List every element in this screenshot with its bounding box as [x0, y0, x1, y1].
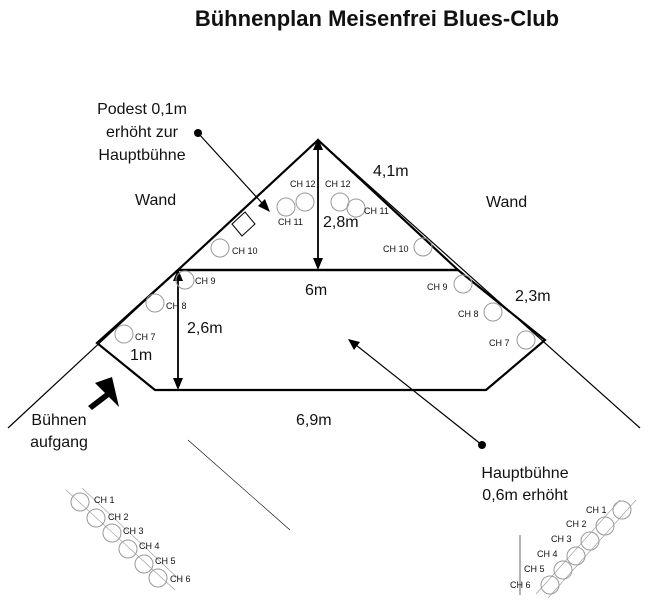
- mic-circle: [114, 324, 134, 344]
- dim-podest-height: 2,8m: [323, 214, 359, 231]
- wall-label-right: Wand: [486, 194, 527, 211]
- mic-circle: [118, 539, 138, 559]
- podest-label-line: erhöht zur: [106, 124, 179, 141]
- entrance-arrow: [88, 377, 119, 410]
- mic-circle: [148, 568, 168, 588]
- mic-circle: [276, 197, 296, 217]
- wall-label-left: Wand: [135, 192, 176, 209]
- floor-line-left: [187, 439, 291, 531]
- mic-circle: [175, 270, 195, 290]
- arrowhead-down: [173, 378, 183, 390]
- mic-circle: [210, 238, 230, 258]
- channel-label: CH 5: [524, 564, 545, 574]
- mic-circle: [134, 554, 154, 574]
- mic-circle: [346, 198, 366, 218]
- channel-label: CH 6: [510, 580, 531, 590]
- mic-circle: [413, 237, 433, 257]
- mic-circle: [70, 492, 90, 512]
- arrowhead-down: [313, 258, 323, 270]
- mic-circle: [295, 192, 315, 212]
- wall-line-right: [317, 139, 641, 429]
- arrowhead-up: [313, 138, 323, 150]
- dim-left-slant: 1m: [130, 347, 152, 364]
- channel-label: CH 3: [123, 526, 144, 536]
- channel-label: CH 1: [94, 495, 115, 505]
- channel-label: CH 4: [139, 541, 160, 551]
- channel-label: CH 12: [325, 179, 351, 189]
- channel-label: CH 9: [427, 282, 448, 292]
- main-stage-pointer-line: [355, 344, 483, 446]
- mic-circle: [580, 531, 600, 551]
- mic-circle: [145, 293, 165, 313]
- channel-label: CH 3: [551, 534, 572, 544]
- channel-label: CH 4: [537, 549, 558, 559]
- mic-circle: [553, 560, 573, 580]
- dim-podest-width: 6m: [305, 282, 327, 299]
- main-stage-label-line: Hauptbühne: [481, 465, 568, 482]
- mic-circle: [453, 274, 473, 294]
- step-marker: [231, 211, 256, 237]
- channel-label: CH 10: [383, 244, 409, 254]
- dim-top-edge: 4,1m: [373, 163, 409, 180]
- podest-label-line: Hauptbühne: [98, 147, 185, 164]
- arrowhead: [348, 339, 360, 350]
- dim-main-depth: 2,6m: [187, 320, 223, 337]
- main-stage-outline: [95, 268, 547, 392]
- main-stage-label-line: 0,6m erhöht: [482, 487, 568, 504]
- channel-label: CH 7: [489, 338, 510, 348]
- mic-circle: [330, 192, 350, 212]
- mic-circle: [540, 575, 560, 595]
- dim-front-width: 6,9m: [296, 412, 332, 429]
- channel-label: CH 2: [108, 512, 129, 522]
- channel-label: CH 11: [364, 206, 389, 216]
- dim-right-slant: 2,3m: [515, 288, 551, 305]
- podest-label-line: Podest 0,1m: [97, 101, 187, 118]
- arrowhead: [258, 199, 270, 212]
- right-channel-group: CH 1 CH 2 CH 3 CH 4 CH 5 CH 6: [510, 499, 637, 599]
- mic-circle: [86, 508, 106, 528]
- left-channel-group: CH 1 CH 2 CH 3 CH 4 CH 5 CH 6: [65, 487, 191, 591]
- mic-circle: [612, 500, 632, 520]
- channel-label: CH 11: [278, 217, 303, 227]
- channel-label: CH 8: [458, 309, 479, 319]
- channel-label: CH 6: [170, 574, 191, 584]
- podest-pointer-line: [197, 132, 263, 204]
- channel-label: CH 9: [195, 276, 216, 286]
- diagram-title: Bühnenplan Meisenfrei Blues-Club: [195, 6, 559, 31]
- mic-circle: [595, 516, 615, 536]
- channel-label: CH 10: [232, 246, 258, 256]
- mic-circle: [483, 302, 503, 322]
- channel-label: CH 1: [586, 505, 607, 515]
- mic-circle: [516, 330, 536, 350]
- mic-circle: [566, 546, 586, 566]
- channel-label: CH 2: [566, 519, 587, 529]
- channel-label: CH 5: [155, 556, 176, 566]
- mic-circle: [102, 523, 122, 543]
- channel-label: CH 7: [135, 332, 156, 342]
- entrance-label-line: aufgang: [30, 434, 88, 451]
- channel-label: CH 8: [166, 301, 187, 311]
- entrance-label-line: Bühnen: [31, 412, 86, 429]
- channel-label: CH 12: [290, 179, 316, 189]
